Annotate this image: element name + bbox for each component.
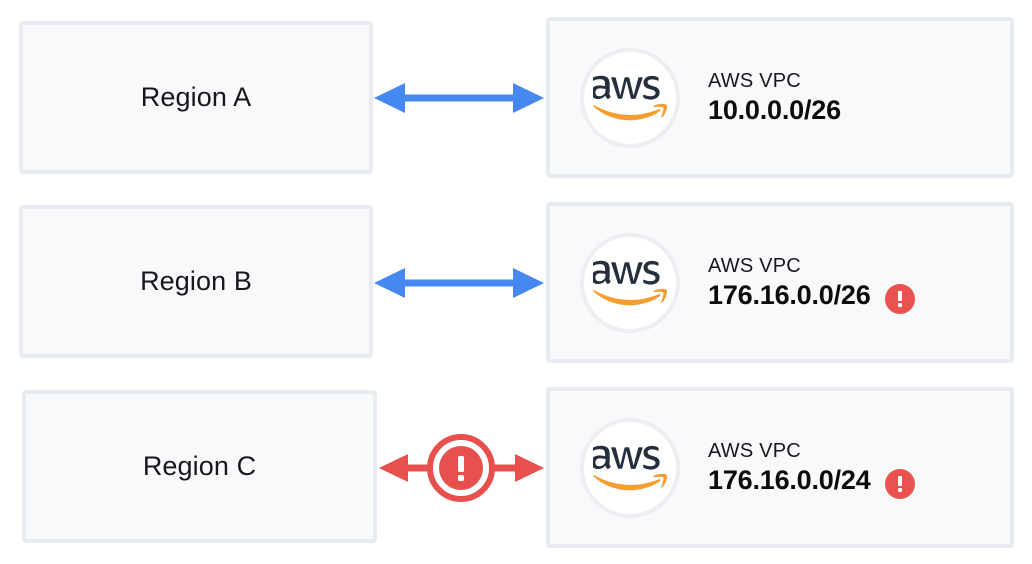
vpc-title: AWS VPC <box>708 69 801 92</box>
vpc-text-block: AWS VPC 10.0.0.0/26 <box>708 68 841 127</box>
vpc-cidr-row: 10.0.0.0/26 <box>708 95 841 127</box>
connection-error-badge[interactable] <box>427 434 495 502</box>
double-arrow-blue-icon <box>374 83 544 113</box>
aws-logo-icon <box>593 445 667 490</box>
vpc-box-a[interactable]: AWS VPC 10.0.0.0/26 <box>546 17 1014 178</box>
region-box-a[interactable]: Region A <box>19 21 373 174</box>
aws-logo-badge <box>580 232 680 333</box>
vpc-box-c[interactable]: AWS VPC 176.16.0.0/24 <box>546 387 1014 548</box>
vpc-title: AWS VPC <box>708 439 801 462</box>
region-box-b[interactable]: Region B <box>19 205 373 358</box>
aws-logo-icon <box>593 260 667 305</box>
region-label: Region B <box>140 266 252 296</box>
vpc-cidr-value: 176.16.0.0/24 <box>708 465 871 496</box>
connector-row-a <box>372 78 546 118</box>
aws-logo-badge <box>580 47 680 148</box>
vpc-title: AWS VPC <box>708 254 801 277</box>
error-exclamation-icon <box>439 446 483 490</box>
aws-logo-icon <box>593 75 667 120</box>
vpc-cidr-value: 176.16.0.0/26 <box>708 280 871 311</box>
aws-logo-badge <box>580 417 680 518</box>
connector-row-b <box>372 263 546 303</box>
double-arrow-blue-icon <box>374 268 544 298</box>
vpc-cidr-row: 176.16.0.0/24 <box>708 465 915 500</box>
region-label: Region C <box>142 451 257 481</box>
vpc-alert-icon <box>884 284 915 315</box>
vpc-cidr-row: 176.16.0.0/26 <box>708 280 915 315</box>
region-label: Region A <box>140 82 252 112</box>
vpc-text-block: AWS VPC 176.16.0.0/26 <box>708 253 915 315</box>
vpc-box-b[interactable]: AWS VPC 176.16.0.0/26 <box>546 202 1014 363</box>
region-box-c[interactable]: Region C <box>22 390 377 543</box>
vpc-cidr-value: 10.0.0.0/26 <box>708 95 841 126</box>
vpc-alert-icon <box>884 469 915 500</box>
vpc-text-block: AWS VPC 176.16.0.0/24 <box>708 438 915 500</box>
